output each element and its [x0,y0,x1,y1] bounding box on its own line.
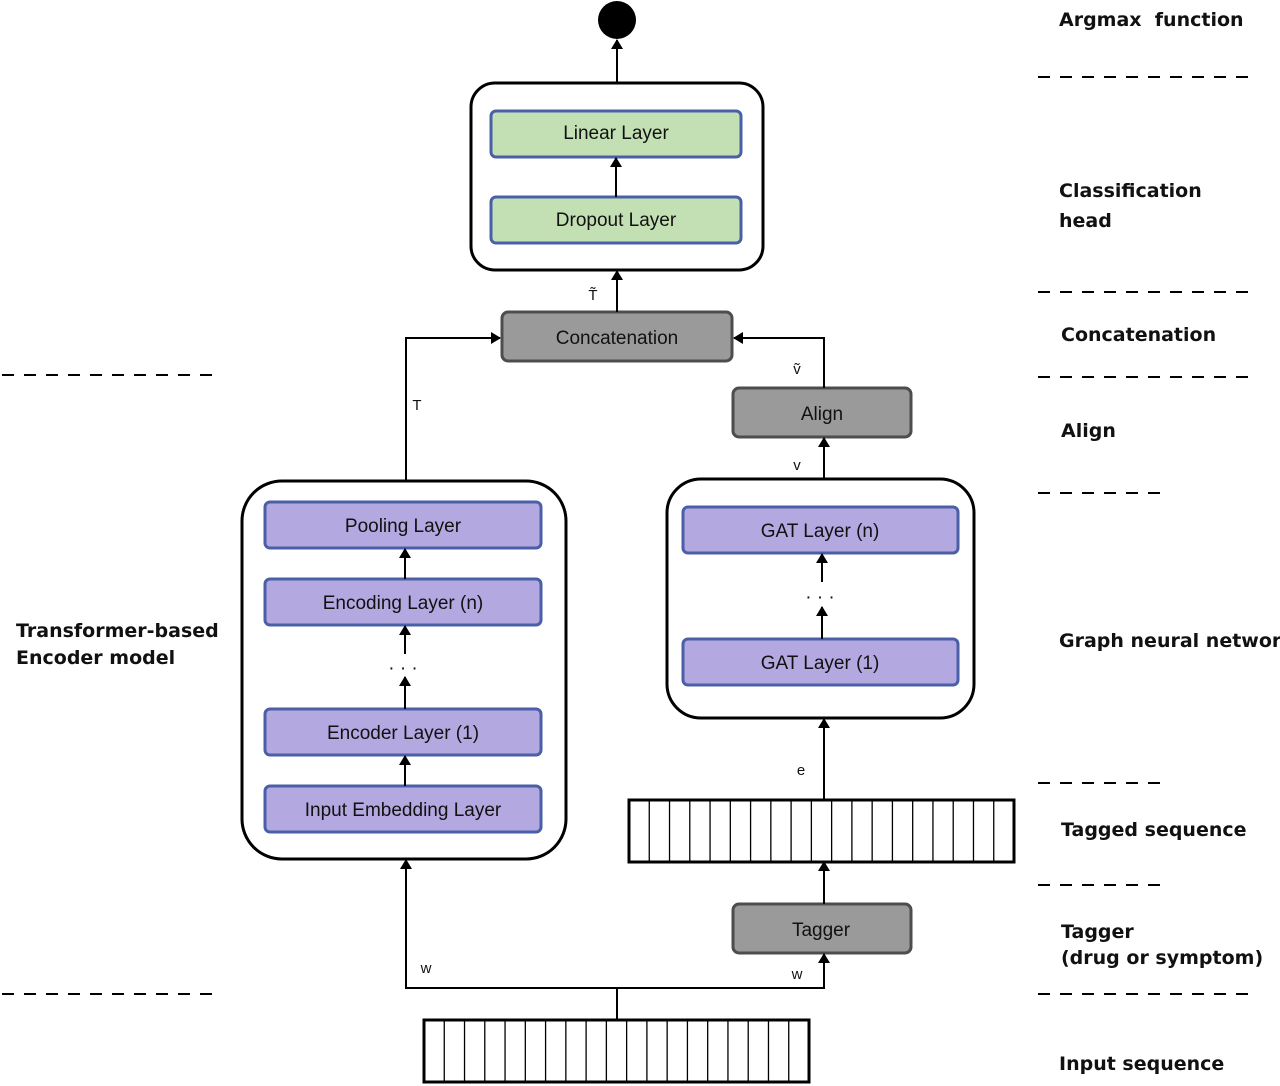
output-node [598,1,636,39]
side-label-concatenation: Concatenation [1061,324,1216,346]
tagged-sequence-bar [627,798,1016,864]
symbol-w-right: w [791,966,803,983]
encoder-layer-1-label: Encoder Layer (1) [327,723,479,744]
concatenation-label: Concatenation [556,328,679,349]
sequence-outline [422,1018,811,1084]
gat-layer-n-label: GAT Layer (n) [761,521,880,542]
gat-ellipsis: · · · [805,587,835,608]
side-label-argmax: Argmax function [1059,9,1244,31]
side-label-classification-1: Classification [1059,180,1202,202]
side-label-graph-nn: Graph neural network [1059,630,1280,652]
encoder-ellipsis: · · · [388,658,418,679]
input-sequence-bar [422,1018,811,1084]
gat-layer-1-box [681,637,960,687]
tagger-label: Tagger [792,920,851,941]
align-label: Align [801,404,843,425]
sequence-outline [627,798,1016,864]
side-label-tagger-2: (drug or symptom) [1061,947,1263,969]
symbol-v: v [793,457,801,474]
symbol-e: e [797,762,805,779]
separator-lines [2,76,1248,995]
symbol-t-tilde: T̃ [588,287,597,304]
symbol-v-tilde: ṽ [793,361,801,378]
side-label-transformer-1: Transformer-based [16,620,219,642]
side-label-tagger-1: Tagger [1061,921,1134,943]
side-label-classification-2: head [1059,210,1112,232]
connectors [399,39,830,1020]
linear-layer-label: Linear Layer [563,123,669,144]
side-label-align: Align [1061,420,1116,442]
symbol-t: T [412,397,421,414]
input-embedding-layer-label: Input Embedding Layer [305,800,502,821]
side-label-tagged-sequence: Tagged sequence [1061,819,1247,841]
encoding-layer-n-label: Encoding Layer (n) [323,593,484,614]
gat-layer-1-label: GAT Layer (1) [761,653,880,674]
side-label-input-sequence: Input sequence [1059,1053,1224,1075]
pooling-layer-label: Pooling Layer [345,516,462,537]
dropout-layer-label: Dropout Layer [556,210,677,231]
side-label-transformer-2: Encoder model [16,647,175,669]
symbol-w-left: w [420,960,432,977]
input-embedding-layer-box [263,784,543,834]
